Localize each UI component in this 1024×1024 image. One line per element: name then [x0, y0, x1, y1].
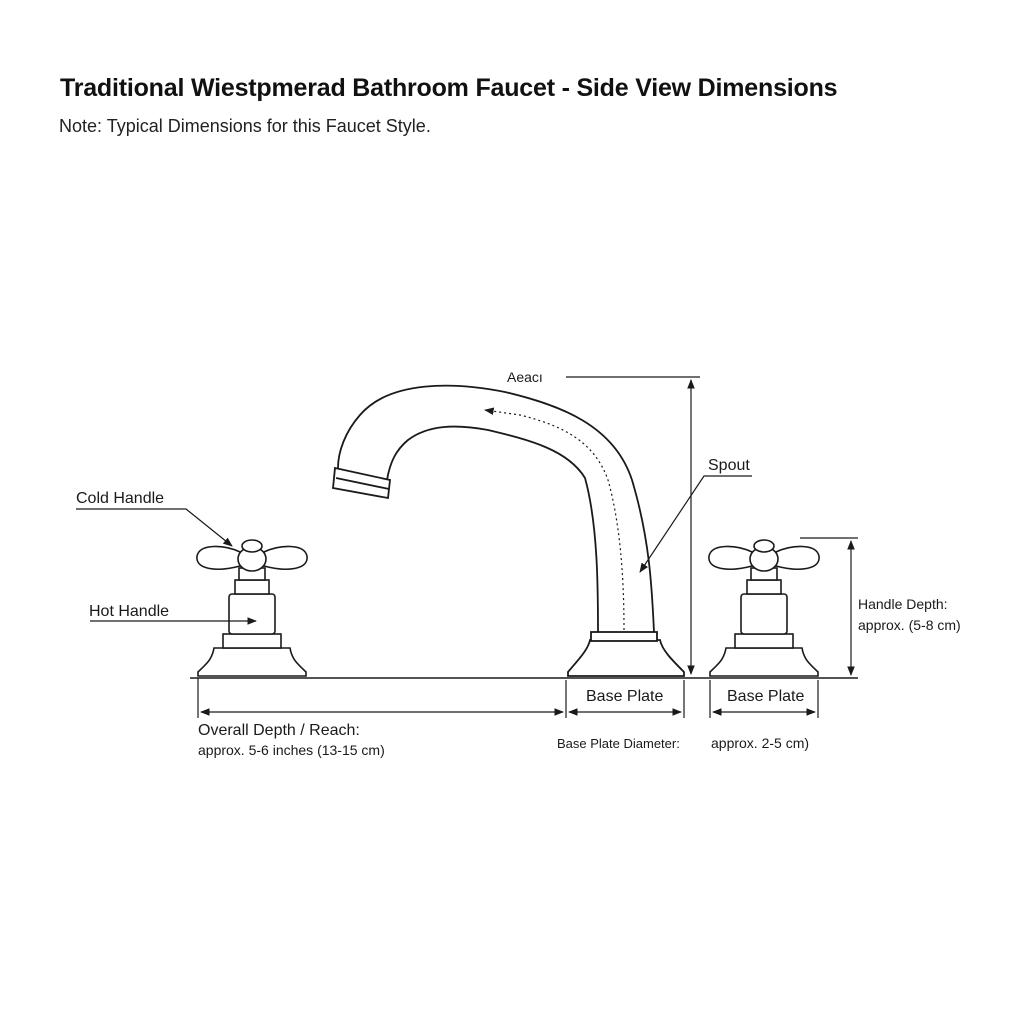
overall-depth-value: approx. 5-6 inches (13-15 cm) [198, 742, 385, 758]
page-title: Traditional Wiestpmerad Bathroom Faucet … [60, 74, 838, 102]
cold-handle-assembly [196, 539, 308, 677]
base-plate-center-label: Base Plate [586, 688, 663, 705]
base-plate-diameter-value: approx. 2-5 cm) [711, 735, 809, 751]
handle-depth-value: approx. (5-8 cm) [858, 617, 961, 633]
top-label: Aeacı [507, 369, 543, 385]
overall-depth-title: Overall Depth / Reach: [198, 722, 360, 739]
spout-leader [639, 475, 752, 573]
base-plate-diameter-title: Base Plate Diameter: [557, 736, 680, 751]
hot-handle-label: Hot Handle [89, 603, 169, 620]
cold-handle-leader [76, 508, 233, 547]
spout-label: Spout [708, 457, 750, 474]
page-note: Note: Typical Dimensions for this Faucet… [59, 116, 431, 136]
handle-depth-title: Handle Depth: [858, 596, 948, 612]
cold-handle-label: Cold Handle [76, 490, 164, 507]
right-handle-assembly [708, 539, 820, 677]
spout-assembly [332, 384, 685, 677]
base-plate-right-label: Base Plate [727, 688, 804, 705]
